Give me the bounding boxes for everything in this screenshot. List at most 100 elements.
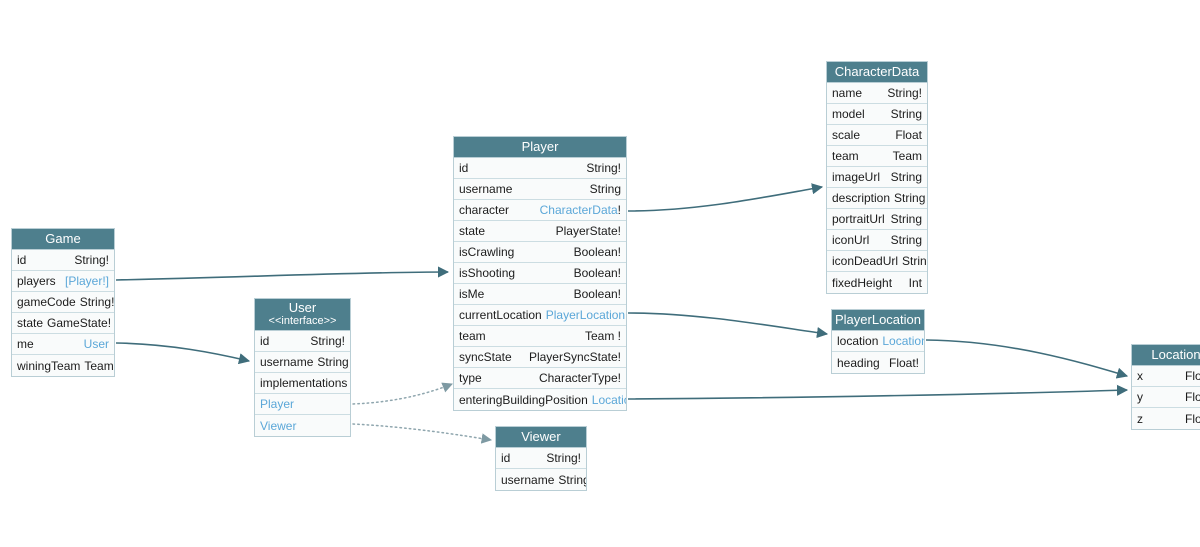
implementations-label: implementations bbox=[260, 376, 348, 390]
field-name: currentLocation bbox=[459, 308, 542, 322]
field-name: iconUrl bbox=[832, 233, 870, 247]
field-name: players bbox=[17, 274, 56, 288]
field-name: syncState bbox=[459, 350, 512, 364]
table-row[interactable]: syncState PlayerSyncState! bbox=[454, 347, 626, 368]
field-type: String! bbox=[79, 295, 114, 309]
entity-location[interactable]: Location x Float! y Float! z Float! bbox=[1131, 344, 1200, 430]
entity-viewer-title: Viewer bbox=[496, 427, 586, 448]
field-type: Location! bbox=[882, 334, 924, 348]
entity-player[interactable]: Player id String! username String charac… bbox=[453, 136, 627, 411]
edge-player-enteringbuildingposition-to-location bbox=[627, 384, 1129, 400]
field-type: String! bbox=[887, 86, 922, 100]
field-type: String bbox=[317, 355, 349, 369]
implementation-name: Viewer bbox=[260, 418, 297, 433]
field-type: PlayerSyncState! bbox=[528, 350, 621, 364]
table-row[interactable]: portraitUrl String bbox=[827, 209, 927, 230]
field-name: username bbox=[260, 355, 314, 369]
table-row[interactable]: isShooting Boolean! bbox=[454, 263, 626, 284]
table-row[interactable]: id String! bbox=[454, 158, 626, 179]
field-name: state bbox=[459, 224, 486, 238]
table-row[interactable]: username String bbox=[454, 179, 626, 200]
table-row[interactable]: character CharacterData! bbox=[454, 200, 626, 221]
field-type-nonnull: ! bbox=[625, 308, 626, 322]
field-name: isCrawling bbox=[459, 245, 515, 259]
table-row[interactable]: me User bbox=[12, 334, 114, 355]
field-type: String bbox=[890, 107, 922, 121]
implementation-name: Player bbox=[260, 397, 295, 411]
table-row[interactable]: winingTeam Team bbox=[12, 355, 114, 376]
field-type-nonnull: ! bbox=[617, 203, 621, 217]
table-row[interactable]: team Team ! bbox=[454, 326, 626, 347]
table-row[interactable]: players [Player!] bbox=[12, 271, 114, 292]
field-type: Team ! bbox=[584, 329, 621, 343]
field-name: type bbox=[459, 371, 482, 385]
entity-playerlocation[interactable]: PlayerLocation location Location! headin… bbox=[831, 309, 925, 374]
table-row[interactable]: type CharacterType! bbox=[454, 368, 626, 389]
table-row[interactable]: state GameState! bbox=[12, 313, 114, 334]
table-row[interactable]: iconDeadUrl String bbox=[827, 251, 927, 272]
field-type: Team bbox=[84, 358, 114, 373]
table-row[interactable]: x Float! bbox=[1132, 366, 1200, 387]
table-row[interactable]: team Team bbox=[827, 146, 927, 167]
table-row[interactable]: isMe Boolean! bbox=[454, 284, 626, 305]
table-row[interactable]: y Float! bbox=[1132, 387, 1200, 408]
field-type: Location bbox=[591, 392, 626, 407]
field-name: team bbox=[459, 329, 486, 343]
table-row[interactable]: fixedHeight Int bbox=[827, 272, 927, 293]
field-name: x bbox=[1137, 369, 1143, 383]
table-row[interactable]: location Location! bbox=[832, 331, 924, 352]
field-type: Float bbox=[895, 128, 922, 142]
field-type: GameState! bbox=[47, 316, 112, 330]
field-type: String! bbox=[546, 451, 581, 465]
table-row[interactable]: isCrawling Boolean! bbox=[454, 242, 626, 263]
field-type: String! bbox=[586, 161, 621, 175]
field-name: id bbox=[501, 451, 511, 465]
table-row[interactable]: name String! bbox=[827, 83, 927, 104]
table-row[interactable]: id String! bbox=[496, 448, 586, 469]
field-name: imageUrl bbox=[832, 170, 881, 184]
entity-player-title: Player bbox=[454, 137, 626, 158]
table-row[interactable]: username String bbox=[496, 469, 586, 490]
field-name: team bbox=[832, 149, 859, 163]
entity-user[interactable]: User <<interface>> id String! username S… bbox=[254, 298, 351, 437]
table-row[interactable]: enteringBuildingPosition Location bbox=[454, 389, 626, 410]
field-type: PlayerLocation! bbox=[546, 308, 626, 322]
field-name: username bbox=[501, 472, 555, 487]
field-type: Float! bbox=[1184, 411, 1200, 426]
edge-user-impl-viewer-to-viewer bbox=[352, 423, 493, 444]
field-type: User bbox=[83, 337, 109, 351]
field-name: id bbox=[17, 253, 27, 267]
table-row[interactable]: username String bbox=[255, 352, 350, 373]
table-row[interactable]: heading Float! bbox=[832, 352, 924, 373]
field-type: String bbox=[890, 170, 922, 184]
field-name: character bbox=[459, 203, 510, 217]
field-name: me bbox=[17, 337, 34, 351]
field-name: z bbox=[1137, 411, 1143, 426]
field-name: isShooting bbox=[459, 266, 516, 280]
field-name: id bbox=[260, 334, 270, 348]
implementations-label-row: implementations bbox=[255, 373, 350, 394]
entity-characterdata-title: CharacterData bbox=[827, 62, 927, 83]
field-type: Float! bbox=[1184, 390, 1200, 404]
entity-characterdata[interactable]: CharacterData name String! model String … bbox=[826, 61, 928, 294]
table-row[interactable]: model String bbox=[827, 104, 927, 125]
implementation-player[interactable]: Player bbox=[255, 394, 350, 415]
field-name: id bbox=[459, 161, 469, 175]
table-row[interactable]: id String! bbox=[255, 331, 350, 352]
table-row[interactable]: currentLocation PlayerLocation! bbox=[454, 305, 626, 326]
table-row[interactable]: description String bbox=[827, 188, 927, 209]
entity-viewer[interactable]: Viewer id String! username String bbox=[495, 426, 587, 491]
table-row[interactable]: imageUrl String bbox=[827, 167, 927, 188]
field-type: Boolean! bbox=[573, 287, 621, 301]
table-row[interactable]: id String! bbox=[12, 250, 114, 271]
field-name: heading bbox=[837, 355, 880, 370]
table-row[interactable]: scale Float bbox=[827, 125, 927, 146]
edge-playerlocation-location-to-location bbox=[925, 339, 1129, 379]
table-row[interactable]: z Float! bbox=[1132, 408, 1200, 429]
field-type-text: CharacterData bbox=[539, 203, 618, 217]
implementation-viewer[interactable]: Viewer bbox=[255, 415, 350, 436]
table-row[interactable]: state PlayerState! bbox=[454, 221, 626, 242]
table-row[interactable]: gameCode String! bbox=[12, 292, 114, 313]
table-row[interactable]: iconUrl String bbox=[827, 230, 927, 251]
entity-game[interactable]: Game id String! players [Player!] gameCo… bbox=[11, 228, 115, 377]
